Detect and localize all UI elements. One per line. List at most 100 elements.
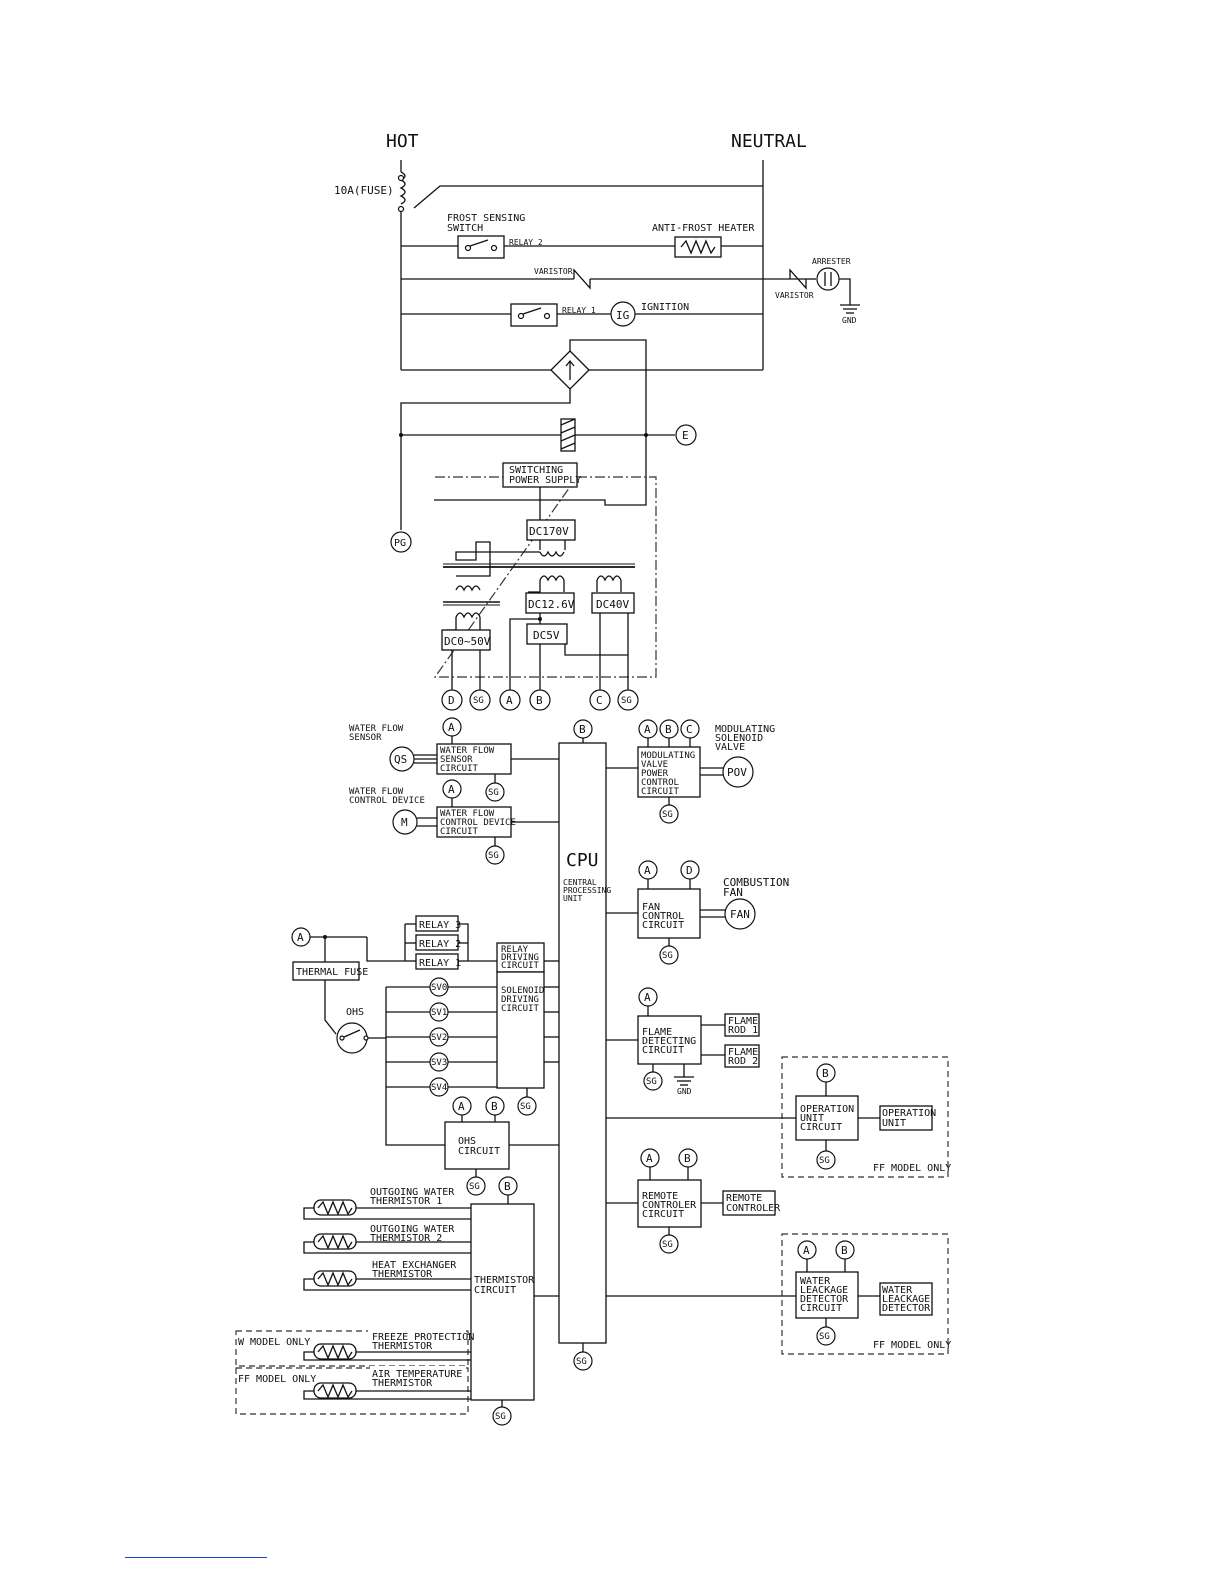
svg-text:DRIVING: DRIVING <box>501 953 539 963</box>
relay-driving-circuit <box>496 942 545 973</box>
svg-text:COMBUSTION: COMBUSTION <box>723 876 789 889</box>
svg-text:HEAT EXCHANGER: HEAT EXCHANGER <box>372 1260 457 1271</box>
svg-text:REMOTE: REMOTE <box>642 1191 678 1202</box>
svg-text:CIRCUIT: CIRCUIT <box>501 961 540 971</box>
svg-text:OPERATION: OPERATION <box>882 1108 936 1119</box>
svg-text:WATER: WATER <box>882 1285 913 1296</box>
svg-text:UNIT: UNIT <box>882 1118 906 1129</box>
svg-text:B: B <box>579 723 586 736</box>
svg-text:CIRCUIT: CIRCUIT <box>642 920 684 931</box>
svg-text:CIRCUIT: CIRCUIT <box>800 1303 842 1314</box>
terminal-a <box>499 689 521 711</box>
svg-text:A: A <box>646 1152 653 1165</box>
svg-text:SG: SG <box>646 1077 657 1087</box>
svg-text:CIRCUIT: CIRCUIT <box>501 1004 540 1014</box>
svg-text:SG: SG <box>495 1412 506 1422</box>
modulating-valve-circuit <box>637 746 701 798</box>
svg-text:DC12.6V: DC12.6V <box>528 598 575 611</box>
svg-text:B: B <box>822 1067 829 1080</box>
switching-ps-frame <box>433 476 657 678</box>
svg-text:FAN: FAN <box>730 908 750 921</box>
svg-text:CIRCUIT: CIRCUIT <box>474 1285 516 1296</box>
terminal-sg <box>469 689 491 711</box>
svg-text:THERMISTOR 1: THERMISTOR 1 <box>370 1196 442 1207</box>
svg-text:DRIVING: DRIVING <box>501 995 539 1005</box>
svg-text:SG: SG <box>621 696 632 706</box>
combustion-fan <box>724 898 756 930</box>
svg-text:A: A <box>644 864 651 877</box>
neutral-label: NEUTRAL <box>731 131 807 152</box>
ignition-label: IGNITION <box>641 302 689 313</box>
svg-text:A: A <box>448 783 455 796</box>
svg-text:RELAY 2: RELAY 2 <box>419 939 461 950</box>
water-leakage-detector-circuit <box>795 1271 859 1319</box>
svg-text:FREEZE PROTECTION: FREEZE PROTECTION <box>372 1332 474 1343</box>
dc40v-box <box>591 592 635 614</box>
terminal-d <box>441 689 463 711</box>
relay1-label: RELAY 1 <box>562 306 596 315</box>
svg-text:POV: POV <box>727 766 747 779</box>
anti-frost-heater-label: ANTI-FROST HEATER <box>652 223 755 234</box>
frost-switch-label-1: FROST SENSING <box>447 213 525 224</box>
svg-text:CONTROL DEVICE: CONTROL DEVICE <box>440 818 516 828</box>
terminal-sg-2 <box>617 689 639 711</box>
svg-text:B: B <box>491 1100 498 1113</box>
svg-text:SENSOR: SENSOR <box>440 755 473 765</box>
ff-model-only-frame-leakage <box>781 1233 949 1355</box>
svg-text:FLAME: FLAME <box>728 1047 758 1058</box>
cpu-block <box>558 742 607 1344</box>
svg-text:B: B <box>684 1152 691 1165</box>
svg-text:THERMISTOR 2: THERMISTOR 2 <box>370 1233 442 1244</box>
svg-text:AIR TEMPERATURE: AIR TEMPERATURE <box>372 1369 462 1380</box>
svg-text:A: A <box>458 1100 465 1113</box>
arrester-label: ARRESTER <box>812 257 851 266</box>
svg-text:DETECTOR: DETECTOR <box>882 1303 931 1314</box>
water-leakage-detector <box>879 1282 933 1316</box>
svg-text:SG: SG <box>520 1102 531 1112</box>
svg-text:QS: QS <box>394 753 407 766</box>
dc0-50v-box <box>441 629 491 651</box>
svg-text:SWITCHING: SWITCHING <box>509 465 563 476</box>
svg-text:CIRCUIT: CIRCUIT <box>642 1045 684 1056</box>
svg-text:CIRCUIT: CIRCUIT <box>642 1209 684 1220</box>
cpu-terminal-sg <box>573 1351 593 1371</box>
dc126v-box <box>525 592 575 614</box>
frost-switch-box <box>457 235 505 259</box>
svg-text:THERMISTOR: THERMISTOR <box>474 1275 535 1286</box>
svg-text:OUTGOING WATER: OUTGOING WATER <box>370 1224 455 1235</box>
svg-text:SG: SG <box>662 1240 673 1250</box>
svg-text:SOLENOID: SOLENOID <box>501 986 544 996</box>
svg-text:MODULATING: MODULATING <box>641 751 695 761</box>
svg-text:B: B <box>504 1180 511 1193</box>
svg-text:DETECTING: DETECTING <box>642 1036 696 1047</box>
switching-power-supply-box <box>502 462 578 488</box>
remote-controller <box>722 1190 776 1216</box>
svg-text:GND: GND <box>677 1087 692 1096</box>
thermistor-heat-exchanger: HEAT EXCHANGER THERMISTOR <box>303 1260 471 1291</box>
svg-text:B: B <box>665 723 672 736</box>
cpu-label: CPU <box>566 850 599 871</box>
svg-text:SV4: SV4 <box>431 1083 447 1093</box>
svg-text:A: A <box>803 1244 810 1257</box>
svg-text:SV2: SV2 <box>431 1033 447 1043</box>
terminal-pg <box>390 531 412 553</box>
svg-text:SV0: SV0 <box>431 983 447 993</box>
terminal-c <box>589 689 611 711</box>
svg-text:THERMISTOR: THERMISTOR <box>372 1378 433 1389</box>
thermistor-outgoing-1: OUTGOING WATER THERMISTOR 1 <box>303 1187 471 1220</box>
svg-text:CENTRAL: CENTRAL <box>563 878 597 887</box>
w-model-only-frame <box>235 1330 469 1367</box>
svg-text:PG: PG <box>394 538 406 549</box>
ff-model-only-frame-operation <box>781 1056 949 1178</box>
svg-text:WATER: WATER <box>800 1276 831 1287</box>
svg-text:OHS: OHS <box>458 1136 476 1147</box>
frost-switch-label-2: SWITCH <box>447 223 483 234</box>
operation-unit <box>879 1105 933 1131</box>
svg-text:SENSOR: SENSOR <box>349 733 382 743</box>
terminal-b <box>529 689 551 711</box>
svg-text:ROD 1: ROD 1 <box>728 1025 758 1036</box>
svg-text:DC0~50V: DC0~50V <box>444 635 491 648</box>
svg-text:THERMISTOR: THERMISTOR <box>372 1269 433 1280</box>
svg-text:CONTROLER: CONTROLER <box>642 1200 697 1211</box>
